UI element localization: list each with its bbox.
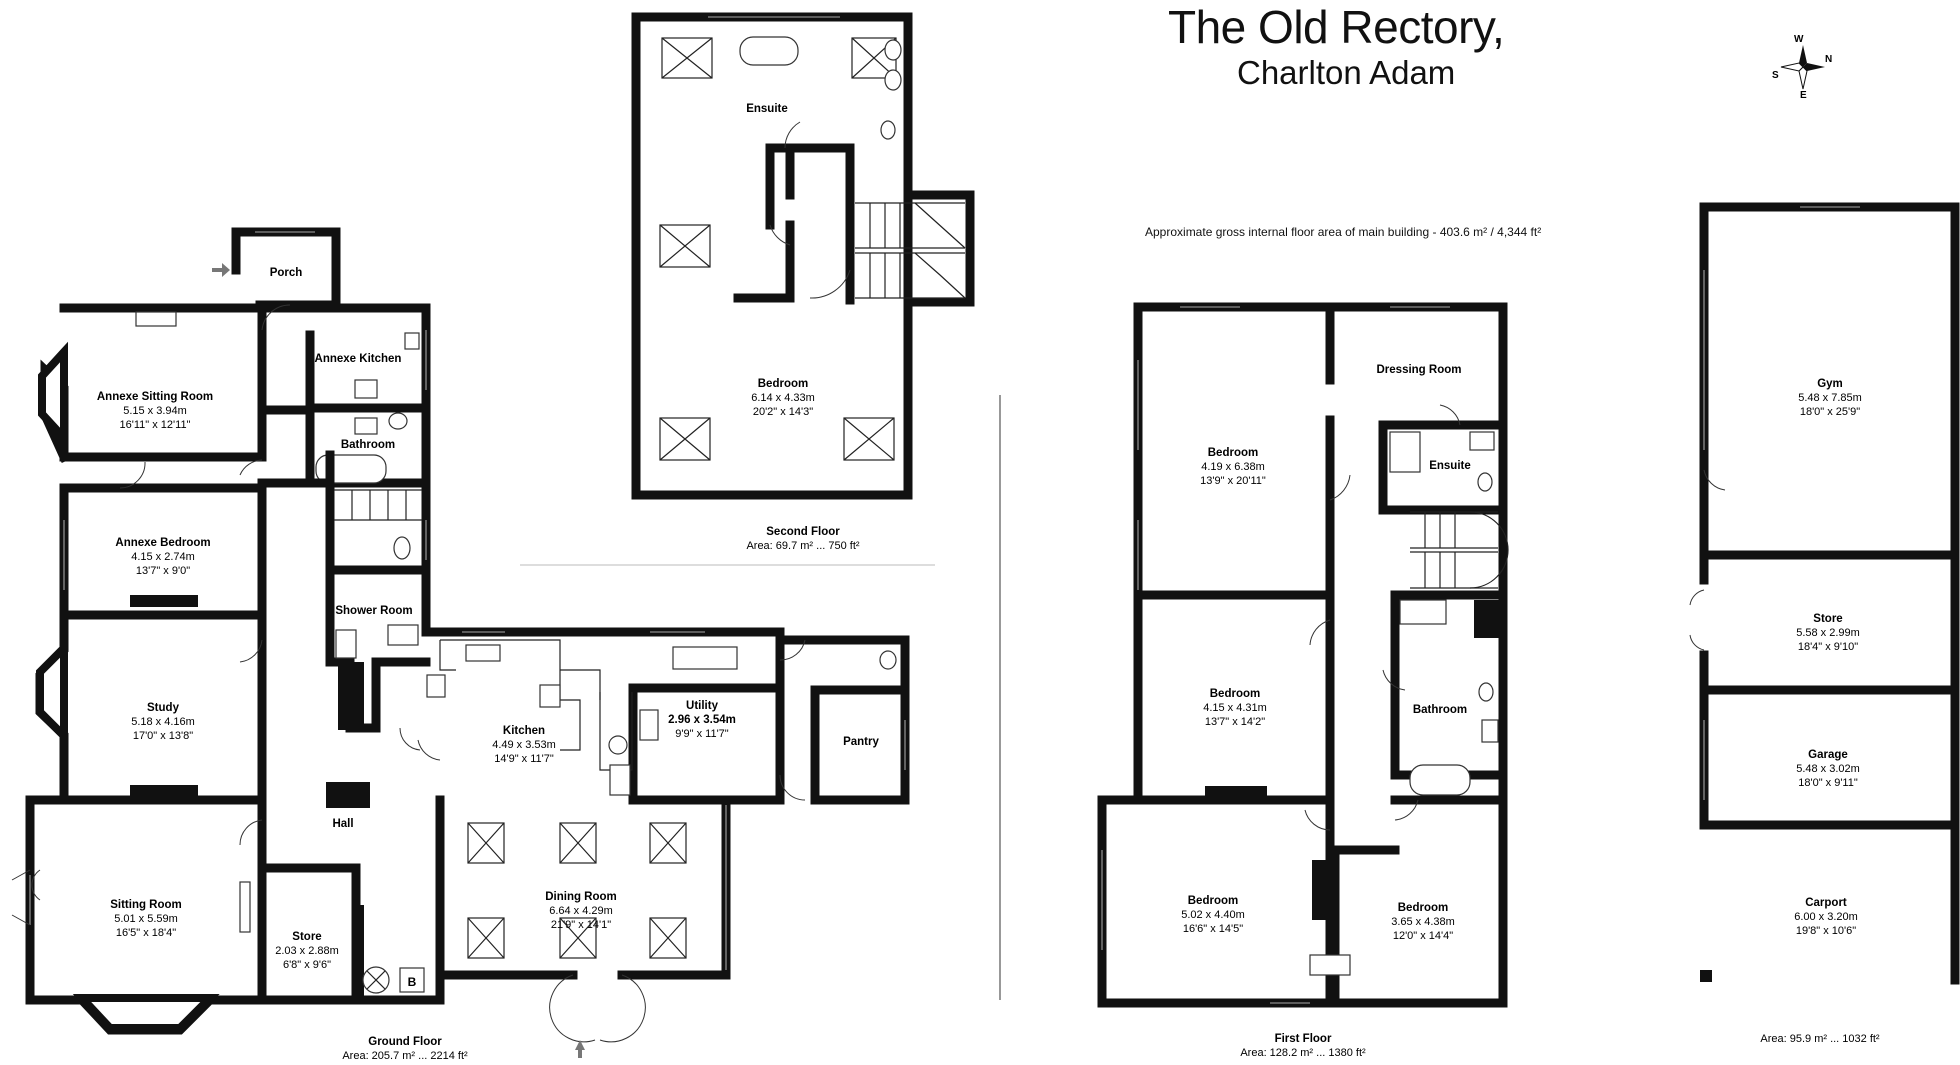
room-annexe-bedroom-imperial: 13'7" x 9'0" (136, 565, 190, 577)
room-bedroom-second-name: Bedroom (758, 378, 808, 390)
room-pantry-name: Pantry (843, 736, 879, 748)
plan-title: The Old Rectory, (1168, 1, 1505, 53)
room-store-ground-imperial: 6'8" x 9'6" (283, 959, 331, 971)
room-bedroom-f3-imperial: 16'6" x 14'5" (1183, 923, 1243, 935)
second-floor-name: Second Floor (766, 526, 840, 538)
room-gym-imperial: 18'0" x 25'9" (1800, 406, 1860, 418)
room-utility-metric: 2.96 x 3.54m (668, 714, 736, 726)
room-annexe-sitting-imperial: 16'11" x 12'11" (120, 419, 191, 431)
room-study-name: Study (147, 702, 180, 714)
room-dressing-room-name: Dressing Room (1377, 364, 1462, 376)
room-sitting-room-name: Sitting Room (110, 899, 182, 911)
room-kitchen-name: Kitchen (503, 725, 545, 737)
room-utility-name: Utility (686, 700, 719, 712)
room-bedroom-f3-metric: 5.02 x 4.40m (1181, 909, 1245, 921)
room-shower-room-name: Shower Room (335, 605, 412, 617)
room-dining-room-imperial: 21'9" x 14'1" (551, 919, 611, 931)
ground-floor-name: Ground Floor (368, 1036, 442, 1048)
room-garage-name: Garage (1808, 749, 1848, 761)
first-floor-plan: Bedroom 4.19 x 6.38m 13'9" x 20'11" Dres… (1097, 302, 1509, 1059)
room-carport-imperial: 19'8" x 10'6" (1796, 925, 1856, 937)
room-bedroom-f2-metric: 4.15 x 4.31m (1203, 702, 1267, 714)
ground-floor-plan: B (11, 227, 910, 1062)
second-floor-area: Area: 69.7 m² ... 750 ft² (746, 540, 859, 552)
boiler-label: B (408, 975, 417, 989)
first-floor-area: Area: 128.2 m² ... 1380 ft² (1240, 1047, 1366, 1059)
room-bedroom-f2-name: Bedroom (1210, 688, 1260, 700)
ground-floor-area: Area: 205.7 m² ... 2214 ft² (342, 1050, 468, 1062)
room-bedroom-f4-metric: 3.65 x 4.38m (1391, 916, 1455, 928)
room-annexe-bedroom-name: Annexe Bedroom (115, 537, 210, 549)
room-bedroom-f1-metric: 4.19 x 6.38m (1201, 461, 1265, 473)
room-store-out-name: Store (1813, 613, 1842, 625)
room-store-ground-metric: 2.03 x 2.88m (275, 945, 339, 957)
compass-s: S (1772, 70, 1779, 81)
room-bedroom-second-imperial: 20'2" x 14'3" (753, 406, 813, 418)
first-floor-name: First Floor (1275, 1033, 1332, 1045)
room-annexe-sitting-metric: 5.15 x 3.94m (123, 405, 187, 417)
second-floor-plan: Ensuite Bedroom 6.14 x 4.33m 20'2" x 14'… (631, 12, 975, 552)
room-kitchen-metric: 4.49 x 3.53m (492, 739, 556, 751)
room-annexe-bedroom-metric: 4.15 x 2.74m (131, 551, 195, 563)
room-bedroom-f4-imperial: 12'0" x 14'4" (1393, 930, 1453, 942)
compass-w: W (1794, 34, 1804, 45)
room-bedroom-f4-name: Bedroom (1398, 902, 1448, 914)
compass-icon: W N S E (1772, 34, 1832, 101)
room-dining-room-metric: 6.64 x 4.29m (549, 905, 613, 917)
room-bathroom-ground-name: Bathroom (341, 439, 395, 451)
gross-area-note: Approximate gross internal floor area of… (1145, 225, 1542, 239)
outbuildings-plan: Gym 5.48 x 7.85m 18'0" x 25'9" Store 5.5… (1689, 202, 1960, 1045)
room-bedroom-f3-name: Bedroom (1188, 895, 1238, 907)
room-porch-name: Porch (270, 267, 303, 279)
room-utility-imperial: 9'9" x 11'7" (675, 728, 728, 740)
outbuildings-area: Area: 95.9 m² ... 1032 ft² (1760, 1033, 1880, 1045)
room-sitting-room-metric: 5.01 x 5.59m (114, 913, 178, 925)
room-store-out-imperial: 18'4" x 9'10" (1798, 641, 1858, 653)
room-store-ground-name: Store (292, 931, 321, 943)
room-garage-imperial: 18'0" x 9'11" (1798, 777, 1858, 789)
plan-subtitle: Charlton Adam (1237, 54, 1456, 91)
room-annexe-sitting-name: Annexe Sitting Room (97, 391, 213, 403)
room-ensuite-second-name: Ensuite (746, 103, 788, 115)
room-study-metric: 5.18 x 4.16m (131, 716, 195, 728)
entrance-arrow-icon (212, 263, 230, 277)
room-bedroom-second-metric: 6.14 x 4.33m (751, 392, 815, 404)
room-kitchen-imperial: 14'9" x 11'7" (494, 753, 554, 765)
room-annexe-kitchen-name: Annexe Kitchen (315, 353, 402, 365)
room-gym-name: Gym (1817, 378, 1843, 390)
room-bedroom-f1-imperial: 13'9" x 20'11" (1200, 475, 1266, 487)
entrance-arrow-icon (575, 1040, 585, 1058)
room-bedroom-f2-imperial: 13'7" x 14'2" (1205, 716, 1265, 728)
room-carport-name: Carport (1805, 897, 1847, 909)
room-gym-metric: 5.48 x 7.85m (1798, 392, 1862, 404)
room-hall-name: Hall (332, 818, 353, 830)
room-carport-metric: 6.00 x 3.20m (1794, 911, 1858, 923)
room-garage-metric: 5.48 x 3.02m (1796, 763, 1860, 775)
room-ensuite-first-name: Ensuite (1429, 460, 1471, 472)
room-study-imperial: 17'0" x 13'8" (133, 730, 193, 742)
room-bedroom-f1-name: Bedroom (1208, 447, 1258, 459)
room-store-out-metric: 5.58 x 2.99m (1796, 627, 1860, 639)
room-bathroom-first-name: Bathroom (1413, 704, 1467, 716)
compass-n: N (1825, 54, 1832, 65)
compass-e: E (1800, 90, 1807, 101)
room-dining-room-name: Dining Room (545, 891, 617, 903)
room-sitting-room-imperial: 16'5" x 18'4" (116, 927, 176, 939)
